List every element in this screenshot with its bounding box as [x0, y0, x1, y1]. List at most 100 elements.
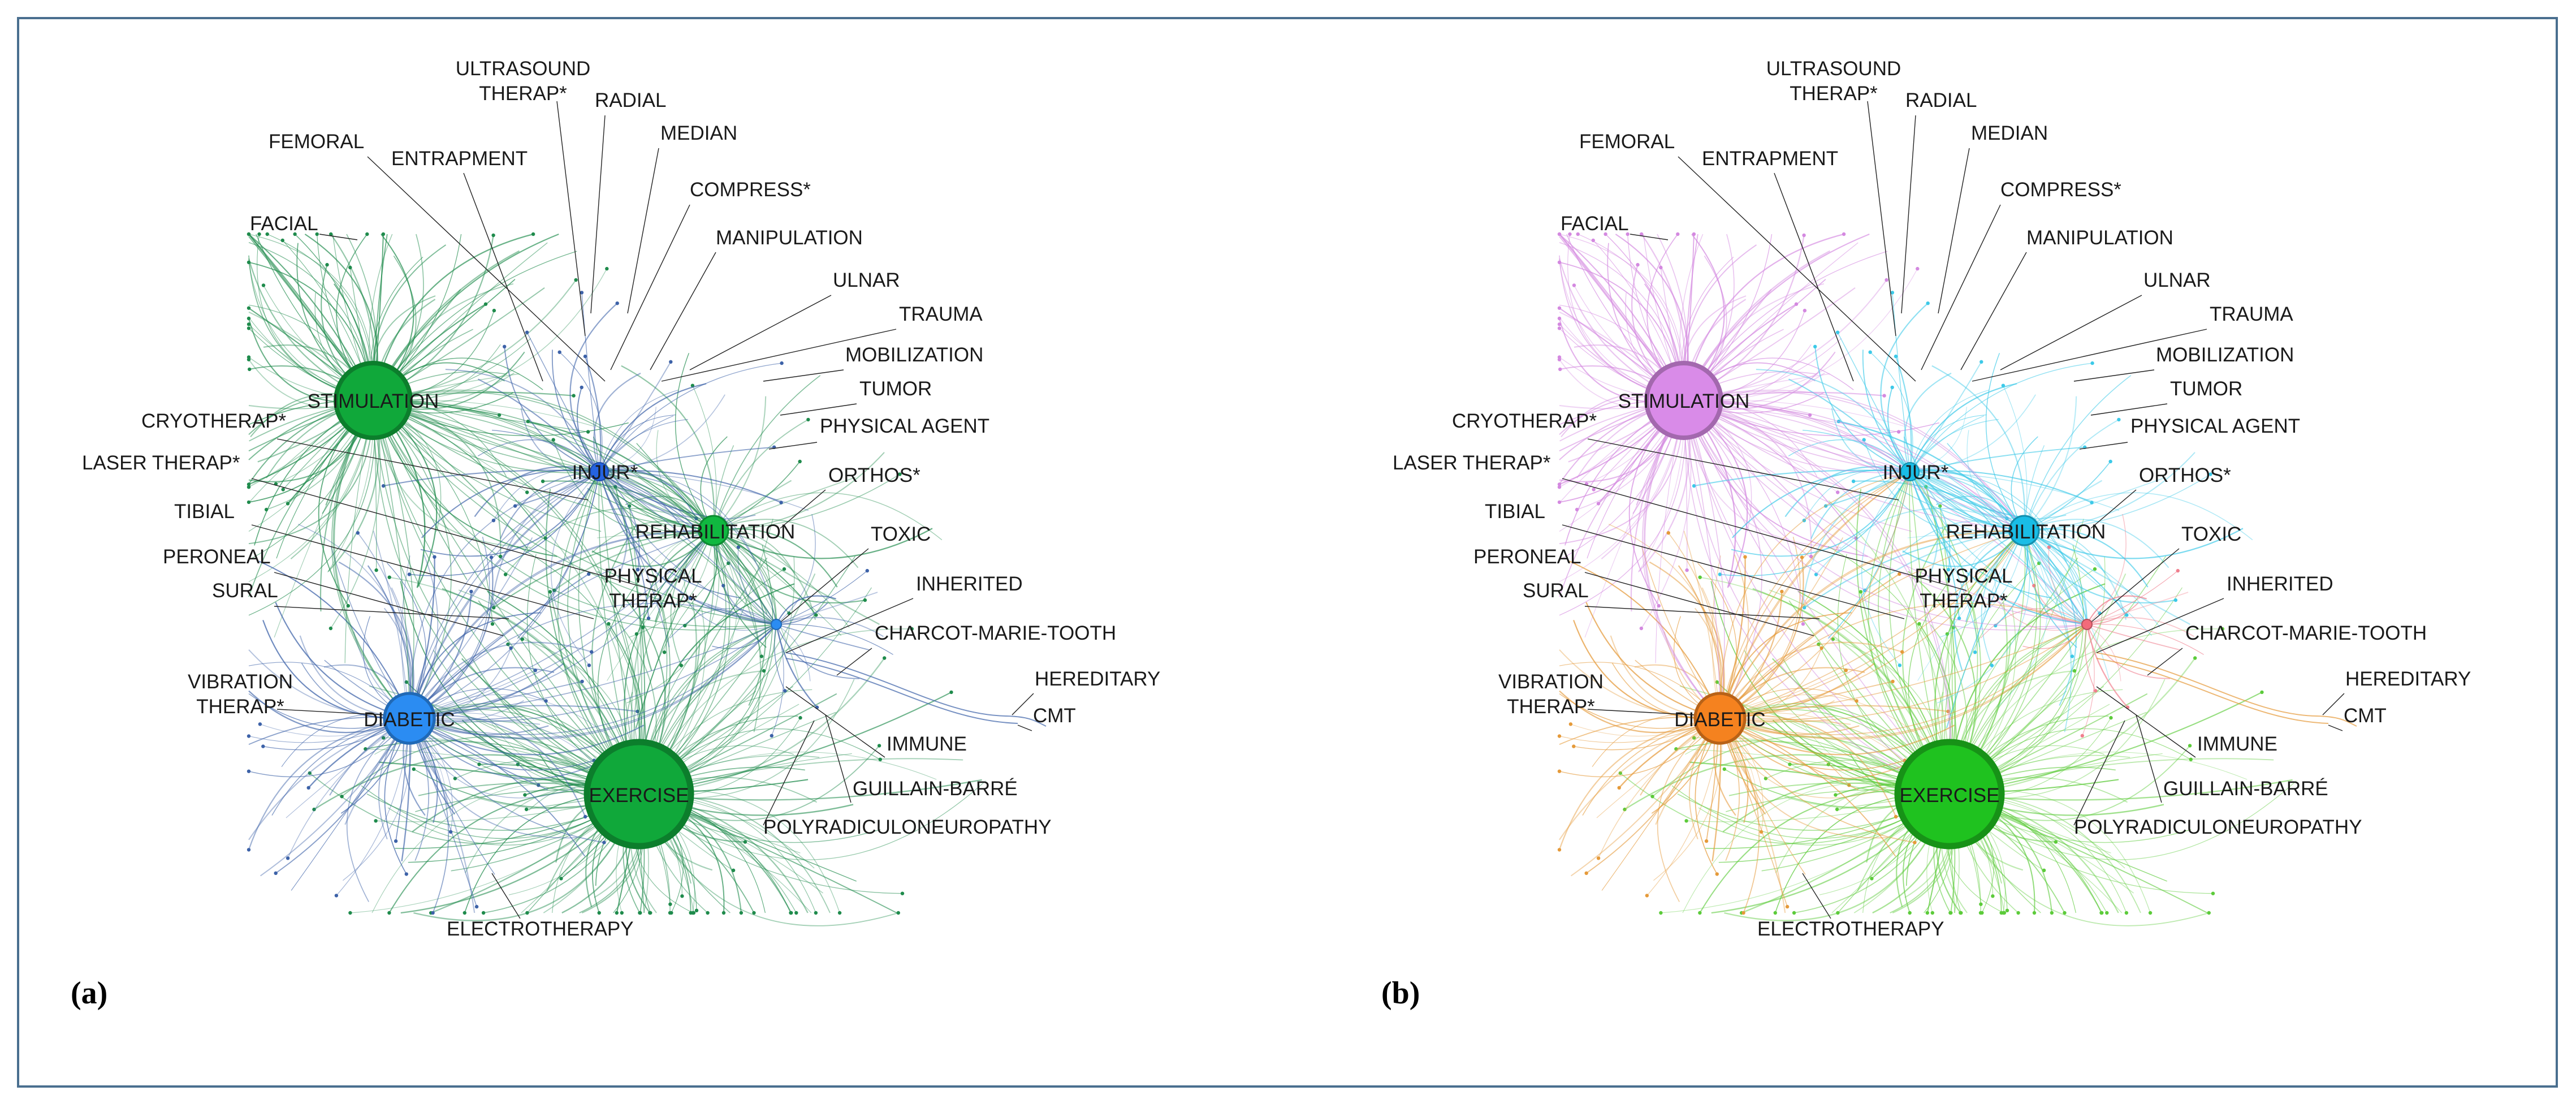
network-edge [713, 519, 859, 568]
network-edge [2024, 530, 2087, 625]
network-edge [1683, 400, 2087, 625]
network-edge [621, 365, 715, 531]
network-node-dot [1836, 490, 1840, 494]
keyword-label-manipulation: MANIPULATION [2026, 227, 2173, 249]
network-edge [332, 400, 410, 719]
network-edge [491, 471, 600, 605]
network-edge [2086, 624, 2170, 679]
network-node-dot [783, 689, 787, 693]
network-edge [1937, 530, 2030, 704]
network-node-dot [669, 360, 673, 364]
keyword-label-cmt: CMT [1033, 705, 1076, 727]
network-edge [331, 400, 410, 719]
keyword-label-radial: RADIAL [595, 89, 666, 111]
network-edge [1810, 471, 1911, 539]
network-node-dot [900, 891, 905, 895]
network-edge [409, 471, 600, 719]
hub-label-stimulation: STIMULATION [1618, 390, 1750, 412]
network-edge [713, 528, 933, 559]
hub-node-injur [1900, 462, 1920, 481]
keyword-label-toxic: TOXIC [871, 523, 931, 545]
network-edge [1909, 471, 1951, 570]
leader-line [785, 598, 914, 653]
network-node-dot [1991, 894, 1995, 898]
network-node-dot [1557, 306, 1562, 310]
network-node-dot [286, 856, 290, 860]
network-edge [1649, 561, 1725, 719]
leader-line [1584, 572, 1814, 636]
keyword-label-ultrasound-1: ULTRASOUND [1766, 58, 1901, 80]
network-node-dot [2070, 654, 2074, 658]
network-node-dot [1949, 911, 1953, 915]
network-node-dot [1891, 679, 1895, 684]
network-node-dot [620, 911, 624, 915]
network-edge [409, 624, 777, 740]
network-edge [636, 530, 714, 728]
network-edge [2086, 592, 2189, 625]
network-edge [713, 530, 777, 625]
leader-line [251, 524, 594, 619]
network-node-dot [1584, 871, 1588, 876]
network-node-dot [883, 656, 887, 660]
network-node-dot [1572, 283, 1576, 287]
network-node-dot [469, 589, 473, 594]
network-node-dot [1894, 354, 1898, 359]
network-node-dot [1692, 484, 1696, 488]
network-node-dot [1947, 577, 1951, 581]
network-edge [599, 363, 782, 472]
hub-layer: STIMULATIONEXERCISEDIABETICINJUR*REHABIL… [308, 361, 795, 850]
network-edge [1870, 352, 1913, 472]
network-node-dot [814, 613, 818, 617]
network-node-dot [1926, 301, 1930, 305]
network-node-dot [315, 232, 319, 236]
network-edge [1974, 530, 2025, 653]
network-edge [1949, 781, 2297, 860]
network-node-dot [1882, 394, 1886, 398]
network-node-dot [374, 568, 378, 572]
network-node-dot [806, 417, 810, 422]
leader-line [1587, 438, 1899, 501]
network-node-dot [329, 626, 333, 631]
network-edge [776, 624, 859, 679]
network-edge [1683, 400, 2087, 625]
network-edge [599, 471, 777, 625]
network-edge [638, 781, 986, 860]
leader-line [367, 156, 606, 382]
network-node-dot [1618, 771, 1622, 775]
leader-line [2136, 714, 2162, 803]
network-node-dot [759, 654, 764, 658]
network-node-dot [247, 769, 251, 773]
keyword-label-physical-agent: PHYSICAL AGENT [2130, 415, 2300, 437]
network-edge [373, 400, 639, 795]
network-node-dot [1900, 650, 1904, 654]
network-edge [2024, 419, 2119, 531]
network-node-dot [865, 568, 870, 573]
network-node-dot [779, 501, 783, 505]
network-edge [2024, 375, 2132, 531]
network-edge [2024, 492, 2253, 541]
keyword-label-vibration-2: THERAP* [1507, 696, 1595, 718]
network-node-dot [877, 744, 881, 748]
network-edge [409, 530, 714, 719]
keyword-label-immune: IMMUNE [2197, 733, 2277, 755]
network-node-dot [1558, 367, 1562, 372]
network-node-dot [404, 872, 408, 876]
network-edge [1683, 400, 2087, 625]
network-node-dot [1659, 911, 1663, 915]
panel-label: (b) [1381, 976, 1420, 1011]
network-edge [357, 532, 412, 719]
network-node-dot [668, 902, 672, 906]
keyword-label-ultrasound-2: THERAP* [479, 83, 567, 105]
network-node-dot [474, 904, 479, 909]
network-edge [373, 389, 714, 531]
network-node-dot [533, 669, 537, 672]
network-node-dot [525, 911, 529, 915]
network-edge [1683, 400, 1950, 795]
network-edge [1996, 530, 2048, 708]
network-node-dot [646, 616, 651, 620]
keyword-label-tibial: TIBIAL [174, 501, 235, 523]
hub-layer: STIMULATIONEXERCISEDIABETICINJUR*REHABIL… [1618, 361, 2106, 850]
network-node-dot [1698, 911, 1702, 915]
keyword-label-cmt-full: CHARCOT-MARIE-TOOTH [2185, 622, 2427, 644]
